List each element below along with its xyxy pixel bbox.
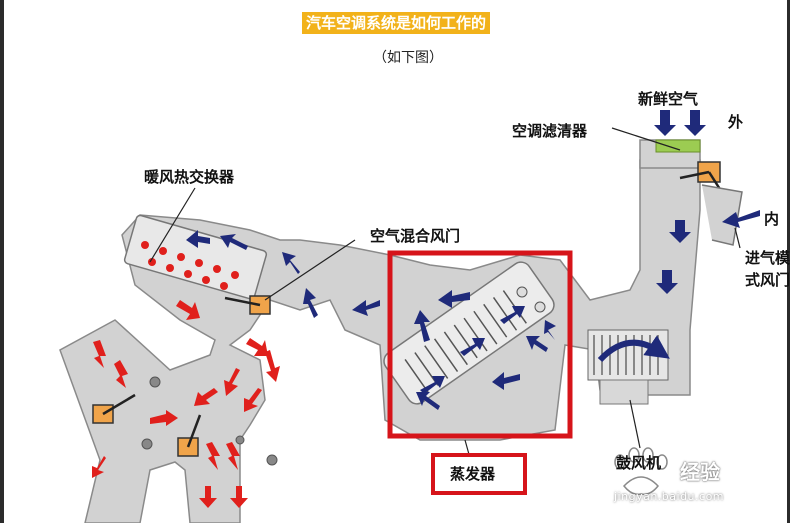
heater-core [123, 214, 268, 300]
evaporator-label-box [431, 453, 527, 495]
evaporator-flow-arrows [420, 306, 525, 394]
watermark-url: jingyan.baidu.com [614, 490, 725, 503]
blower-fan [587, 329, 670, 405]
page-subtitle: （如下图） [373, 50, 443, 66]
hot-air-arrows [92, 300, 280, 508]
watermark-logo [614, 447, 668, 496]
ac-filter-label: 空调滤清器 [512, 122, 588, 140]
mix-door-label: 空气混合风门 [370, 227, 461, 245]
intake-door-label: 进气模式风门 [745, 249, 790, 289]
evaporator-label: 蒸发器 [450, 465, 496, 483]
heater-core-label: 暖风热交换器 [144, 168, 235, 186]
cold-air-arrows [186, 110, 760, 410]
inside-air-label: 内 [764, 210, 780, 228]
right-edge [787, 0, 790, 523]
outside-air-label: 外 [728, 113, 744, 131]
page-title: 汽车空调系统是如何工作的 [302, 12, 491, 34]
evaporator-highlight-box [387, 250, 573, 439]
left-edge [0, 0, 4, 523]
fresh-air-label: 新鲜空气 [638, 90, 699, 108]
watermark-brand: 经验 [680, 460, 720, 484]
ac-filter [655, 139, 701, 153]
blower-label: 鼓风机 [616, 454, 662, 472]
evaporator-core [383, 261, 555, 405]
